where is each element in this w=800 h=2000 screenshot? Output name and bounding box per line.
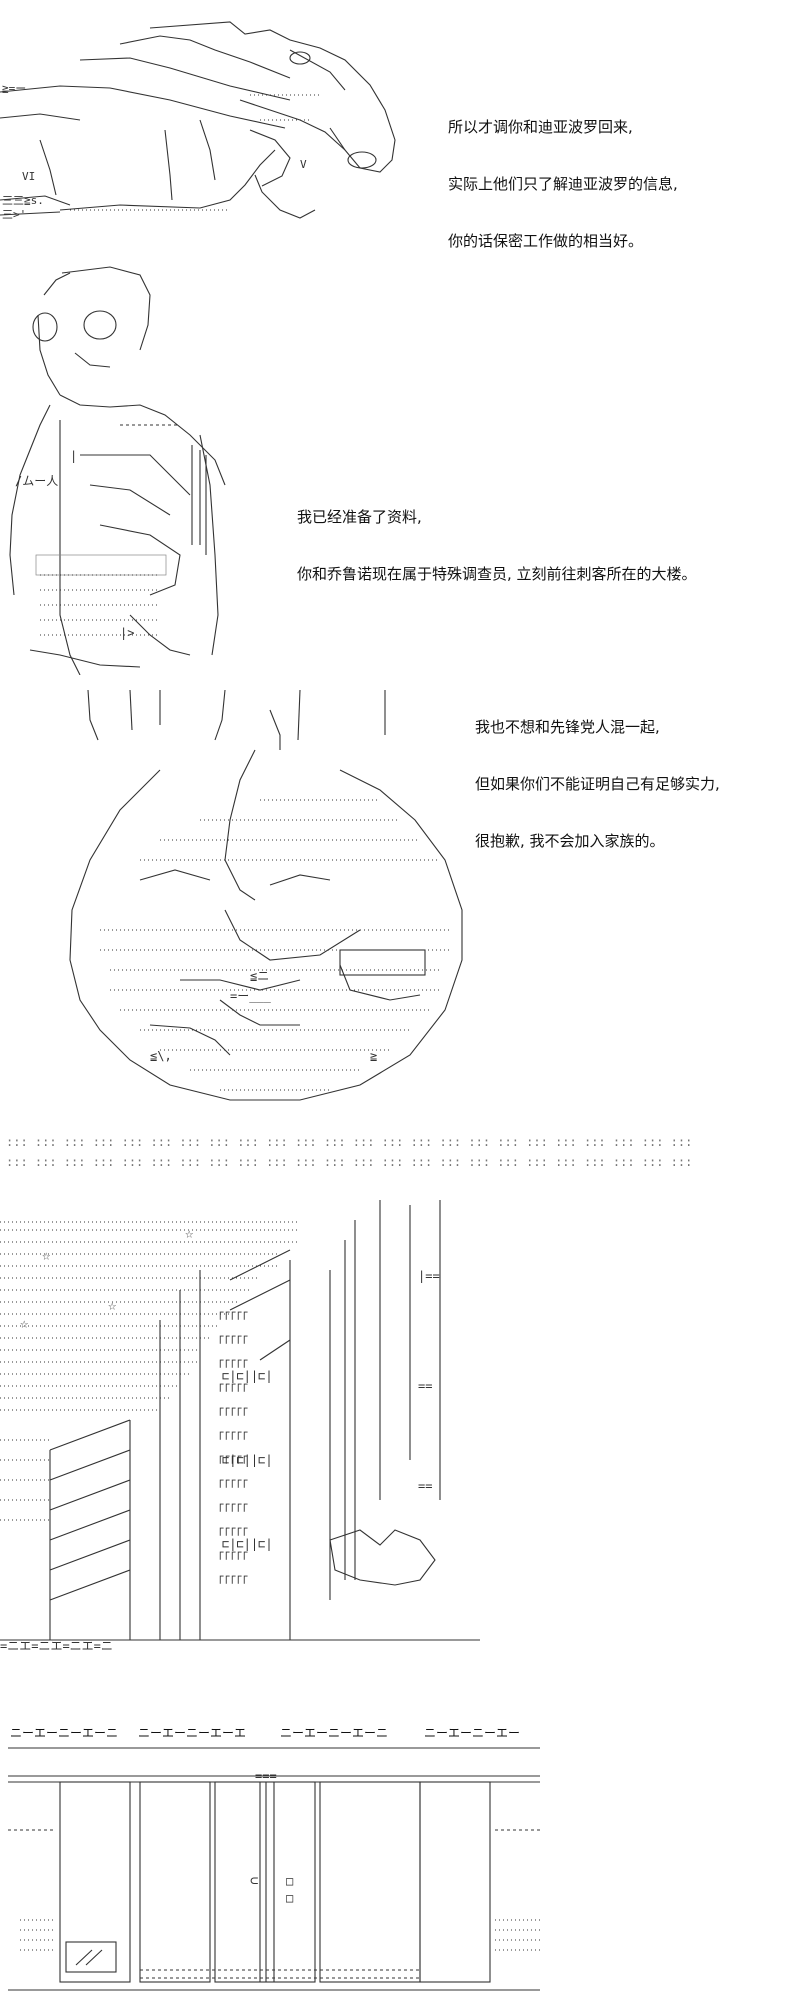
divider-row: ::: ::: ::: ::: ::: ::: ::: ::: ::: ::: … [6, 1155, 693, 1169]
svg-text:==: == [418, 1379, 432, 1393]
svg-text:=ー___: =ー___ [230, 989, 272, 1003]
svg-text:|: | [70, 449, 77, 463]
svg-text:|>: |> [120, 626, 134, 640]
svg-text:V: V [300, 158, 307, 171]
svg-text:/ムー人: /ムー人 [15, 474, 58, 488]
hooded-head-illustration-icon: =ー___ ≦ニ ≦\, ≧ [69, 689, 463, 1101]
svg-text:☆: ☆ [42, 1248, 51, 1264]
divider-row: ::: ::: ::: ::: ::: ::: ::: ::: ::: ::: … [6, 1135, 693, 1149]
svg-text:「「「「「: 「「「「「 [212, 1383, 248, 1397]
svg-text:☆: ☆ [185, 1226, 194, 1242]
city-skyline-illustration-icon: ☆ ☆ ☆ ☆ 「「「「「 「「「「「 「「「「「 「「「「「 「「「「「 [0, 1200, 480, 1653]
building-entrance-illustration-icon: === ⊂ □ □ [8, 1747, 540, 1991]
dot-divider: ::: ::: ::: ::: ::: ::: ::: ::: ::: ::: … [0, 1133, 800, 1183]
svg-text:「「「「「: 「「「「「 [212, 1359, 248, 1373]
caption-line: 实际上他们只了解迪亚波罗的信息, [448, 175, 678, 193]
svg-text:☆: ☆ [20, 1316, 29, 1332]
svg-text:≦ニ: ≦ニ [250, 969, 269, 983]
svg-text:⊂: ⊂ [250, 1873, 258, 1889]
svg-text:「「「「「: 「「「「「 [212, 1455, 248, 1469]
svg-text:===: === [255, 1769, 277, 1783]
svg-text:≧=ー: ≧=ー [2, 82, 26, 95]
caption-line: 我已经准备了资料, [297, 508, 422, 526]
svg-text:☆: ☆ [108, 1298, 117, 1314]
panel-head: =ー___ ≦ニ ≦\, ≧ 我也不想和先锋党人混一起, 但如果你们不能证明自己… [0, 680, 800, 1120]
panel-city: ☆ ☆ ☆ ☆ 「「「「「 「「「「「 「「「「「 「「「「「 「「「「「 [0, 1200, 800, 1720]
svg-text:三>': 三>' [2, 208, 26, 221]
svg-text:「「「「「: 「「「「「 [212, 1407, 248, 1421]
svg-text:≦\,: ≦\, [150, 1049, 172, 1063]
caption-line: 所以才调你和迪亚波罗回来, [448, 118, 633, 136]
building-sign: ニーエーニーエー [424, 1726, 521, 1740]
caption-line: 很抱歉, 我不会加入家族的。 [475, 832, 665, 850]
svg-text:□: □ [286, 1874, 293, 1888]
svg-text:□: □ [286, 1891, 293, 1905]
svg-text:「「「「「: 「「「「「 [212, 1431, 248, 1445]
svg-text:≧: ≧ [370, 1049, 377, 1063]
panel-entrance: ニーエーニーエーニ ニーエーニーエーエ ニーエーニーエーニ ニーエーニーエー =… [0, 1720, 800, 2000]
caption-line: 我也不想和先锋党人混一起, [475, 718, 660, 736]
panel-hand: ≧=ー 三三≧s. 三>' V VI 所以才调你和迪亚波罗回来, 实际上他们只了… [0, 0, 800, 250]
panel-hand-caption: 所以才调你和迪亚波罗回来, 实际上他们只了解迪亚波罗的信息, 你的话保密工作做的… [448, 80, 678, 289]
svg-text:「「「「「: 「「「「「 [212, 1311, 248, 1325]
svg-text:⊏|⊏||⊏|: ⊏|⊏||⊏| [222, 1369, 273, 1383]
svg-text:「「「「「: 「「「「「 [212, 1527, 248, 1541]
hand-illustration-icon: ≧=ー 三三≧s. 三>' V VI [0, 21, 396, 221]
svg-text:|==: |== [418, 1269, 440, 1283]
panel-head-caption: 我也不想和先锋党人混一起, 但如果你们不能证明自己有足够实力, 很抱歉, 我不会… [475, 680, 720, 889]
svg-text:「「「「「: 「「「「「 [212, 1479, 248, 1493]
svg-text:=ニエ=ニエ=ニエ=ニ: =ニエ=ニエ=ニエ=ニ [0, 1639, 113, 1653]
svg-text:VI: VI [22, 170, 35, 183]
svg-text:「「「「「: 「「「「「 [212, 1335, 248, 1349]
caption-line: 你的话保密工作做的相当好。 [448, 232, 644, 250]
svg-text:「「「「「: 「「「「「 [212, 1551, 248, 1565]
standing-figure-illustration-icon: | /ムー人 |> [9, 266, 226, 675]
building-sign: ニーエーニーエーエ [138, 1726, 247, 1740]
panel-figure: | /ムー人 |> 我已经准备了资料, 你和乔鲁诺现在属于特殊调查员, 立刻前往… [0, 255, 800, 675]
svg-text:⊏|⊏||⊏|: ⊏|⊏||⊏| [222, 1453, 273, 1467]
caption-line: 你和乔鲁诺现在属于特殊调查员, 立刻前往刺客所在的大楼。 [297, 565, 697, 583]
panel-figure-caption: 我已经准备了资料, 你和乔鲁诺现在属于特殊调查员, 立刻前往刺客所在的大楼。 [297, 470, 697, 622]
svg-text:==: == [418, 1479, 432, 1493]
svg-text:「「「「「: 「「「「「 [212, 1503, 248, 1517]
svg-text:⊏|⊏||⊏|: ⊏|⊏||⊏| [222, 1537, 273, 1551]
building-sign: ニーエーニーエーニ [10, 1726, 119, 1740]
svg-text:三三≧s.: 三三≧s. [2, 194, 44, 207]
svg-text:「「「「「: 「「「「「 [212, 1575, 248, 1589]
building-sign: ニーエーニーエーニ [280, 1726, 389, 1740]
caption-line: 但如果你们不能证明自己有足够实力, [475, 775, 720, 793]
